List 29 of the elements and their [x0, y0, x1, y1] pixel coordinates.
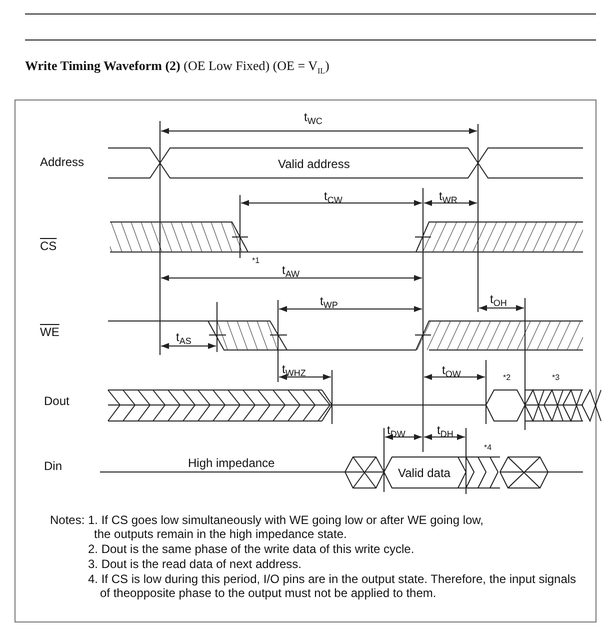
note-mark: *2: [503, 372, 511, 384]
timing-label: t$_{WHZ}$: [282, 362, 306, 380]
note-mark: *4: [484, 442, 492, 454]
timing-label: t$_{OH}$: [490, 292, 507, 310]
note-mark: *3: [552, 372, 560, 384]
timing-label: t$_{WR}$: [439, 189, 458, 207]
note-text: 4. If CS is low during this period, I/O pins are in the output state. Therefore, the input signals of theopposite phase to the output must not be applied to them.: [88, 572, 578, 600]
waveform-label: Valid address: [278, 157, 350, 171]
signal-name: CS: [40, 239, 57, 253]
timing-label: t$_{DH}$: [437, 423, 454, 441]
note-text: 1. If CS goes low simultaneously with WE going low or after WE going low, the outputs remain in the high impedance state.: [88, 513, 485, 541]
timing-label: t$_{AS}$: [176, 330, 192, 348]
signal-name: Dout: [44, 394, 70, 408]
timing-label: t$_{OW}$: [442, 363, 461, 381]
timing-label: t$_{WC}$: [304, 110, 322, 128]
timing-label: t$_{AW}$: [282, 263, 300, 281]
signal-name: Din: [44, 459, 62, 473]
timing-label: t$_{CW}$: [324, 189, 342, 207]
note-text: 2. Dout is the same phase of the write data of this write cycle.: [88, 542, 416, 556]
notes-heading: Notes:: [50, 513, 85, 527]
signal-name: Address: [40, 155, 84, 169]
timing-label: t$_{WP}$: [320, 294, 338, 312]
diagram-title: Write Timing Waveform (2) (OE Low Fixed) (OE = V$_{IL}$): [25, 58, 330, 76]
waveform-label: Valid data: [398, 466, 450, 480]
note-mark: *1: [252, 255, 260, 267]
signal-name: WE: [40, 325, 60, 339]
note-text: 3. Dout is the read data of next address.: [88, 557, 302, 571]
waveform-label: High impedance: [188, 456, 275, 470]
timing-label: t$_{DW}$: [387, 423, 406, 441]
